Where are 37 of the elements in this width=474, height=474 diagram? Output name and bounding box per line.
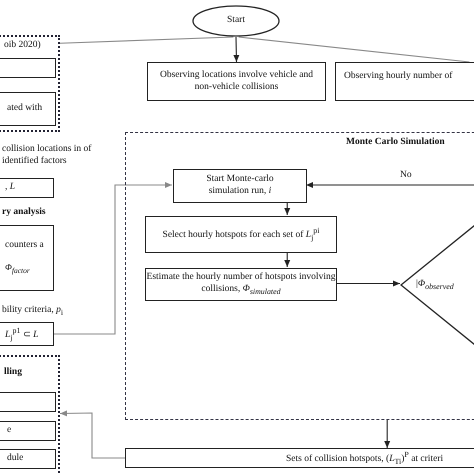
arrow bbox=[284, 202, 290, 215]
node-text: , L bbox=[5, 182, 16, 194]
arrow bbox=[60, 410, 125, 459]
node-text: counters a bbox=[5, 240, 44, 252]
connector-line bbox=[60, 36, 234, 44]
node-text: Φ$_{factor}$ bbox=[5, 262, 30, 276]
group-heading: oib 2020) bbox=[4, 40, 41, 52]
node-text: L$_{j}$$^{p1}$ ⊂ L bbox=[5, 326, 38, 342]
process-box bbox=[145, 216, 337, 253]
arrow bbox=[306, 182, 474, 188]
start-ellipse bbox=[192, 5, 280, 37]
arrow bbox=[233, 36, 240, 62]
edge-label: No bbox=[398, 170, 414, 180]
process-box bbox=[173, 169, 307, 203]
node-text: Start Monte-carlo simulation run, i bbox=[205, 174, 275, 198]
node-text: Start bbox=[227, 15, 245, 27]
node-text: Observing locations involve vehicle and non-vehicle collisions bbox=[158, 70, 314, 94]
section-heading: ry analysis bbox=[2, 207, 46, 219]
process-box bbox=[147, 62, 326, 101]
arrow bbox=[54, 182, 172, 335]
node-text: Observing hourly number of bbox=[344, 71, 452, 83]
note-text: collision locations in of identified factors bbox=[2, 144, 92, 168]
process-box bbox=[125, 448, 474, 468]
node-text: dule bbox=[7, 453, 24, 465]
node-text: Estimate the hourly number of hotspots involving collisions, Φ$_{simulated}$ bbox=[146, 272, 336, 297]
group-heading: lling bbox=[4, 367, 22, 379]
arrow bbox=[284, 252, 290, 267]
node-text: Sets of collision hotspots, (L$_{Ti}$)$^{P}$ at criteri bbox=[286, 450, 444, 466]
node-text: e bbox=[7, 425, 12, 437]
connector-line bbox=[238, 36, 470, 63]
note-text: bility criteria, p$_{i}$ bbox=[2, 305, 64, 318]
process-box bbox=[335, 62, 474, 101]
group-heading: Monte Carlo Simulation bbox=[346, 137, 445, 149]
node-text: ated with bbox=[7, 103, 42, 115]
node-text: |Φ$_{observed}$ bbox=[416, 278, 454, 292]
arrow bbox=[336, 280, 400, 286]
arrow bbox=[384, 420, 390, 448]
